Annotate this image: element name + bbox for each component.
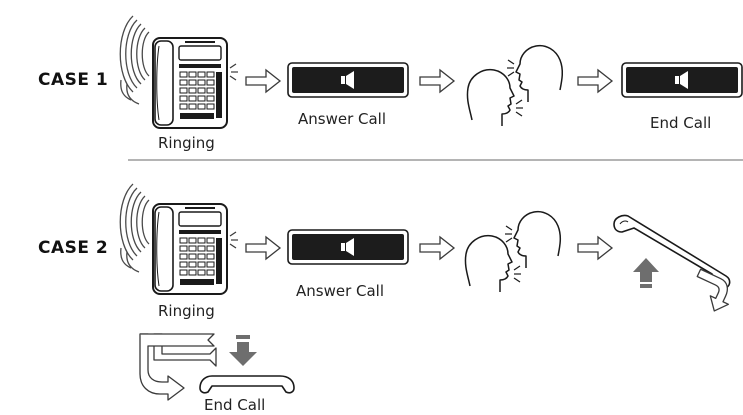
case1-ringing-caption: Ringing — [158, 134, 215, 152]
handset-icon — [199, 375, 295, 394]
ring-waves-icon — [119, 15, 150, 105]
flow-arrow-icon — [419, 69, 455, 93]
talking-heads-icon — [466, 44, 564, 127]
flow-arrow-icon — [245, 69, 281, 93]
case1-phone-group — [119, 15, 238, 129]
up-arrow-base — [640, 284, 652, 288]
case2-phone-group — [119, 183, 238, 295]
ring-sparkle-icon — [229, 63, 238, 81]
case2-label: CASE 2 — [38, 238, 109, 258]
case1-end-call-caption: End Call — [650, 114, 712, 132]
case2-answer-call-caption: Answer Call — [296, 282, 385, 300]
return-arrow-icon — [139, 333, 215, 401]
desk-phone-icon — [152, 203, 228, 295]
flow-arrow-icon — [577, 236, 613, 260]
ring-sparkle-icon — [229, 231, 238, 249]
case2-end-call-caption: End Call — [204, 396, 266, 414]
speaker-button-icon — [621, 62, 743, 98]
case2-ringing-caption: Ringing — [158, 302, 215, 320]
desk-phone-icon — [152, 37, 228, 129]
curved-arrow-icon — [686, 268, 738, 316]
ring-waves-icon — [119, 183, 150, 273]
flow-arrow-icon — [577, 69, 613, 93]
speaker-button-icon — [287, 229, 409, 265]
up-arrow-icon — [633, 258, 659, 282]
speaker-button-icon — [287, 62, 409, 98]
case1-label: CASE 1 — [38, 70, 109, 90]
flow-arrow-icon — [419, 236, 455, 260]
case1-answer-call-caption: Answer Call — [298, 110, 387, 128]
talking-heads-icon — [464, 210, 562, 293]
flow-arrow-icon — [245, 236, 281, 260]
down-arrow-icon — [229, 335, 257, 366]
